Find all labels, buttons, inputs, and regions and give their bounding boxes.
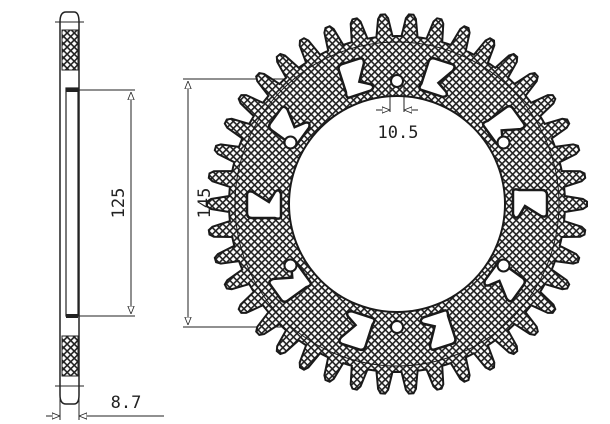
dimension-8-7: 8.7 [46,393,164,416]
sprocket-body [206,13,588,395]
dimension-145: 145 [183,78,300,328]
dimension-label-8-7: 8.7 [111,393,142,413]
lightening-slot [337,57,375,99]
lightening-slot [511,188,549,219]
dimension-label-145: 145 [195,188,215,219]
lightening-slot [418,56,456,99]
lightening-slot [419,309,457,351]
dimension-10-5: 10.5 [376,85,418,143]
bolt-hole [283,135,298,150]
lightening-slot [267,105,311,149]
bolt-hole [496,258,511,273]
lightening-slot [338,309,376,352]
dimension-125: 125 [78,89,135,317]
bolt-hole [390,74,404,88]
sprocket-front-view [206,13,588,395]
side-view [55,11,84,420]
lightening-slot [483,259,527,303]
dimension-label-10-5: 10.5 [378,123,419,143]
lightening-slot [245,189,283,220]
bolt-hole [496,135,511,150]
pitch-circle [234,41,560,367]
dimension-label-125: 125 [109,188,129,219]
bolt-hole [283,258,298,273]
bolt-hole [390,320,404,334]
